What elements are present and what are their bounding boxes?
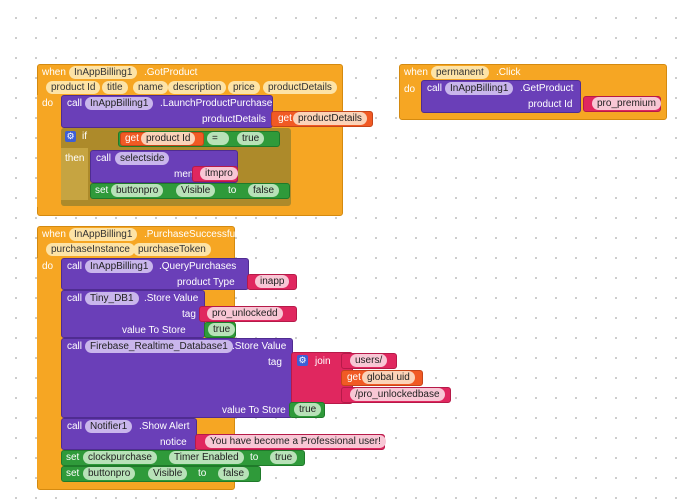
arg-tag-label: tag (182, 309, 196, 320)
param-title[interactable]: title (102, 81, 128, 94)
call-component-dropdown[interactable]: InAppBilling1 (85, 260, 154, 273)
do-label: do (42, 261, 54, 272)
arg-meniu-label: meniu (174, 169, 202, 180)
set-label: set (95, 185, 109, 196)
arg-label: product Type (177, 277, 235, 288)
arg-value-label: value To Store (122, 325, 186, 336)
set-component-dropdown[interactable]: clockpurchase (83, 451, 157, 464)
mutator-gear-icon[interactable]: ⚙ (65, 131, 76, 142)
set-component-dropdown[interactable]: buttonpro (111, 184, 164, 197)
component-dropdown[interactable]: permanent (431, 66, 489, 79)
arg-tag-label: tag (268, 357, 282, 368)
call-component-dropdown[interactable]: Firebase_Realtime_Database1 (85, 340, 233, 353)
arg-label: product Id (528, 99, 573, 110)
bool-true-dropdown[interactable]: true (237, 132, 265, 145)
do-label: do (404, 84, 416, 95)
get-label: get (347, 372, 361, 383)
bool-false-dropdown[interactable]: false (248, 184, 280, 197)
param-description[interactable]: description (168, 81, 227, 94)
set-label: set (66, 452, 80, 463)
get-var-dropdown[interactable]: global uid (362, 371, 415, 384)
join-label: join (315, 356, 331, 367)
text-value[interactable]: You have become a Professional user! (205, 435, 386, 448)
to-label: to (228, 185, 237, 196)
method-name: .LaunchProductPurchase (160, 98, 273, 109)
then-label: then (65, 153, 85, 164)
call-label: call (67, 293, 83, 304)
call-label: call (67, 341, 83, 352)
text-value[interactable]: itmpro (200, 167, 238, 180)
call-component-dropdown[interactable]: InAppBilling1 (445, 82, 514, 95)
set-property-dropdown[interactable]: Timer Enabled (169, 451, 244, 464)
component-dropdown[interactable]: InAppBilling1 (69, 228, 138, 241)
param-productdetails[interactable]: productDetails (263, 81, 337, 94)
param-purchaseinstance[interactable]: purchaseInstance (46, 243, 135, 256)
to-label: to (250, 452, 259, 463)
set-property-dropdown[interactable]: Visible (176, 184, 216, 197)
set-label: set (66, 468, 80, 479)
method-name: .Store Value (144, 293, 199, 304)
param-price[interactable]: price (228, 81, 260, 94)
arg-value-label: value To Store (222, 405, 286, 416)
method-name: .QueryPurchases (159, 261, 237, 272)
when-label: when (404, 67, 428, 78)
bool-true-dropdown[interactable]: true (294, 403, 322, 416)
get-var-dropdown[interactable]: productDetails (293, 112, 367, 125)
call-component-dropdown[interactable]: Notifier1 (85, 420, 133, 433)
get-label: get (278, 113, 292, 124)
compare-operator-dropdown[interactable]: = (207, 132, 229, 145)
param-purchasetoken[interactable]: purchaseToken (133, 243, 211, 256)
get-label: get (125, 133, 139, 144)
text-value[interactable]: /pro_unlockedbase (350, 388, 445, 401)
when-label: when (42, 229, 66, 240)
bool-false-dropdown[interactable]: false (218, 467, 250, 480)
if-label: if (82, 131, 87, 142)
procedure-dropdown[interactable]: selectside (115, 152, 170, 165)
text-value[interactable]: inapp (255, 275, 290, 288)
event-name: .Click (496, 67, 521, 78)
arg-label: productDetails (202, 114, 266, 125)
method-name: .Store Value (232, 341, 287, 352)
bool-true-dropdown[interactable]: true (270, 451, 298, 464)
method-name: .GetProduct (520, 83, 574, 94)
param-name[interactable]: name (133, 81, 169, 94)
bool-true-dropdown[interactable]: true (208, 323, 236, 336)
call-label: call (67, 98, 83, 109)
text-value[interactable]: users/ (350, 354, 388, 367)
call-label: call (67, 261, 83, 272)
when-label: when (42, 67, 66, 78)
set-property-dropdown[interactable]: Visible (148, 467, 188, 480)
call-component-dropdown[interactable]: InAppBilling1 (85, 97, 154, 110)
arg-notice-label: notice (160, 437, 187, 448)
get-product-id-dropdown[interactable]: product Id (141, 132, 196, 145)
call-label: call (427, 83, 443, 94)
event-name: .PurchaseSuccessful (144, 229, 238, 240)
mutator-gear-icon[interactable]: ⚙ (297, 355, 308, 366)
set-component-dropdown[interactable]: buttonpro (83, 467, 136, 480)
text-value[interactable]: pro_unlockedd (207, 307, 283, 320)
to-label: to (198, 468, 207, 479)
text-value[interactable]: pro_premium (592, 97, 661, 110)
call-label: call (67, 421, 83, 432)
call-label: call (96, 153, 112, 164)
do-label: do (42, 98, 54, 109)
call-component-dropdown[interactable]: Tiny_DB1 (85, 292, 139, 305)
param-product-id[interactable]: product Id (46, 81, 101, 94)
component-dropdown[interactable]: InAppBilling1 (69, 66, 138, 79)
method-name: .Show Alert (139, 421, 190, 432)
event-name: .GotProduct (144, 67, 198, 78)
